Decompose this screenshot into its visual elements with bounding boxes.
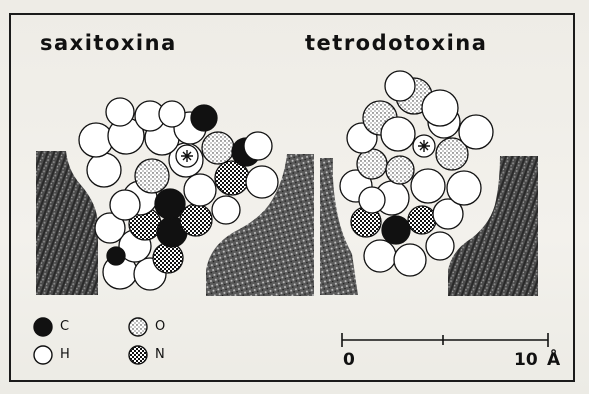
atom-sphere <box>155 189 185 219</box>
atom-sphere <box>87 153 121 187</box>
atom-sphere <box>106 98 134 126</box>
atom-sphere <box>359 187 385 213</box>
legend-oxygen-swatch <box>129 318 147 336</box>
atom-sphere <box>135 159 169 193</box>
atom-sphere <box>394 244 426 276</box>
atom-sphere <box>382 216 410 244</box>
atom-sphere <box>411 169 445 203</box>
atom-sphere <box>364 240 396 272</box>
atom-sphere <box>386 156 414 184</box>
atom-sphere <box>212 196 240 224</box>
atom-sphere <box>159 101 185 127</box>
scale-end-label: 10 <box>514 350 538 370</box>
scale-bar <box>342 333 548 347</box>
legend-hydrogen-label: H <box>60 347 70 362</box>
legend-hydrogen-swatch <box>34 346 52 364</box>
legend-oxygen-label: O <box>155 319 165 334</box>
atom-sphere <box>244 132 272 160</box>
atom-sphere <box>459 115 493 149</box>
legend-carbon-swatch <box>34 318 52 336</box>
atom-sphere <box>422 90 458 126</box>
atom-sphere <box>191 105 217 131</box>
atom-sphere <box>381 117 415 151</box>
legend-nitrogen-label: N <box>155 347 165 362</box>
atom-sphere <box>107 247 125 265</box>
atom-sphere <box>153 243 183 273</box>
scale-unit-label: Å <box>547 350 560 370</box>
atom-sphere <box>110 190 140 220</box>
scale-start-label: 0 <box>343 350 355 370</box>
atom-sphere <box>202 132 234 164</box>
atom-sphere <box>408 206 436 234</box>
legend-carbon-label: C <box>60 319 69 334</box>
atom-sphere <box>385 71 415 101</box>
legend-nitrogen-swatch <box>129 346 147 364</box>
atom-sphere <box>246 166 278 198</box>
atom-sphere <box>184 174 216 206</box>
atom-sphere <box>447 171 481 205</box>
atom-sphere <box>426 232 454 260</box>
